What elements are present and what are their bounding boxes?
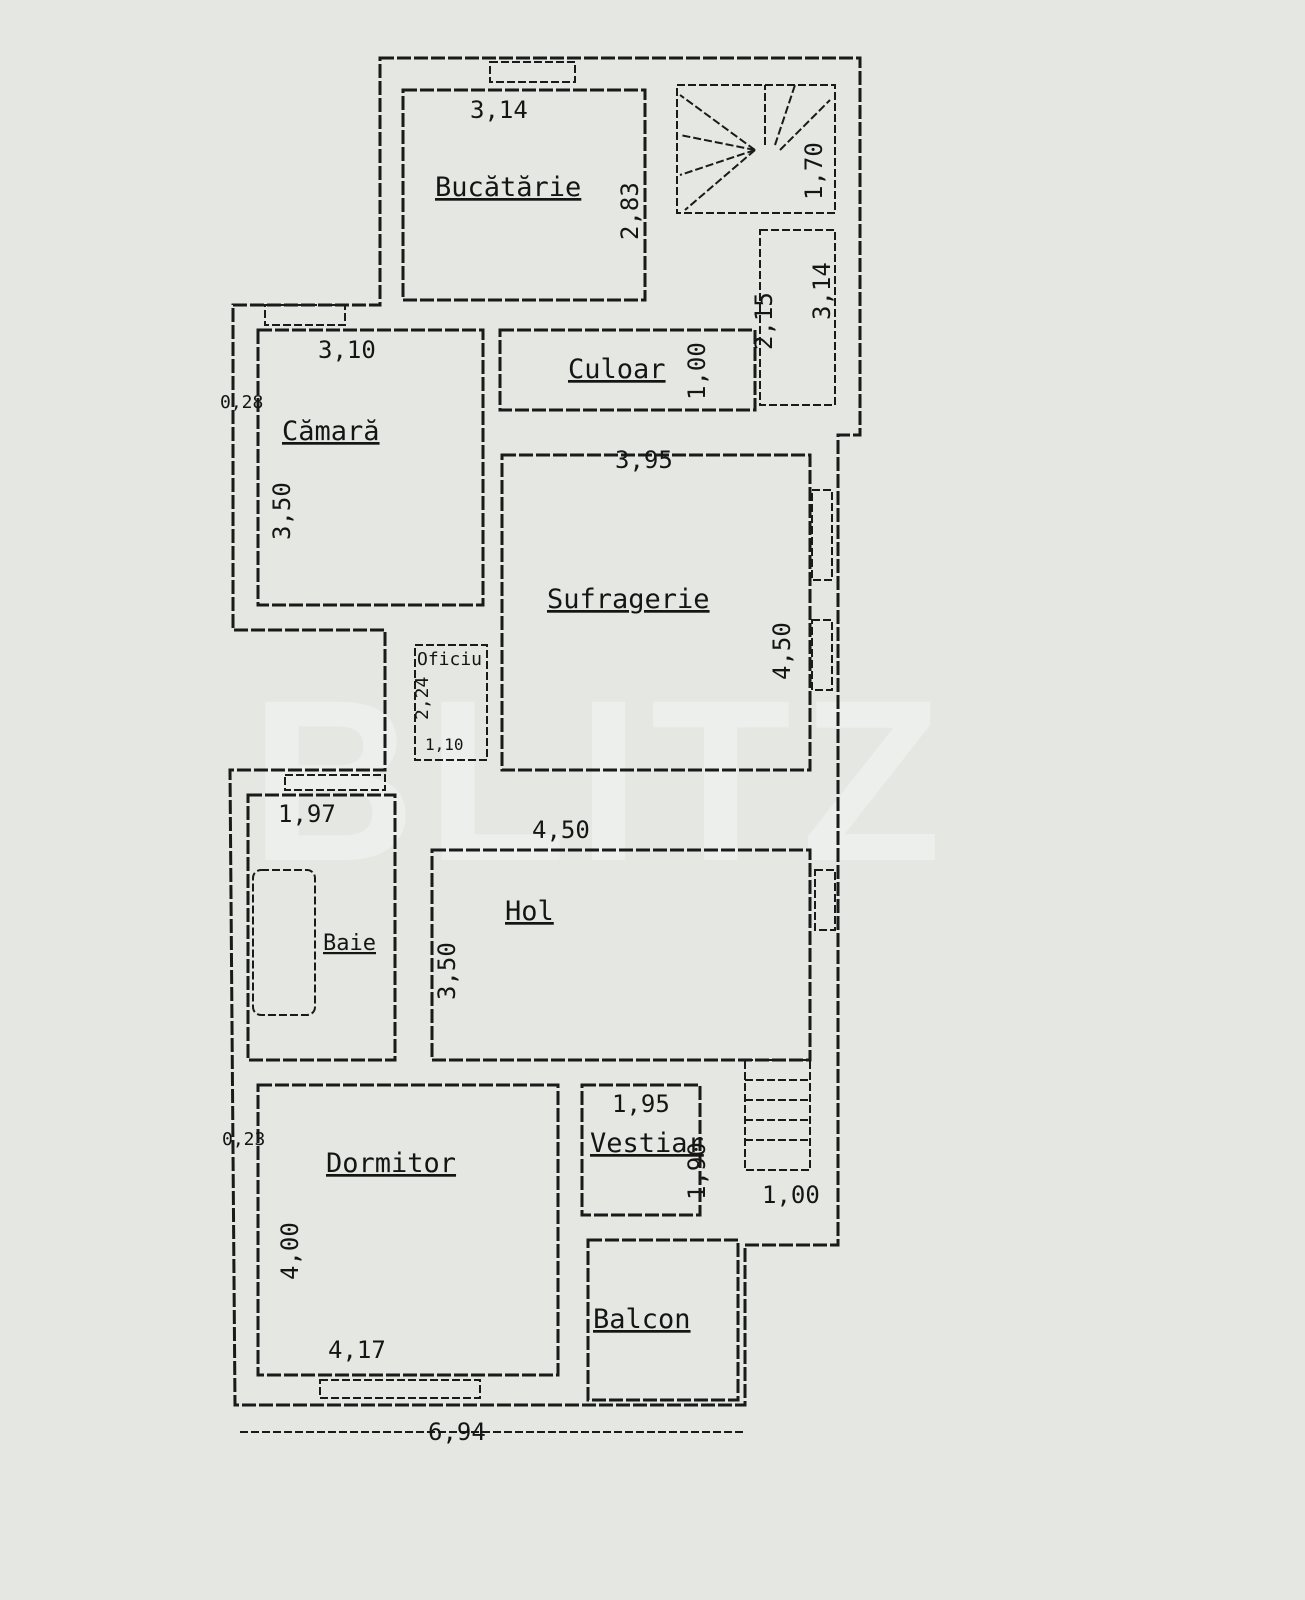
entry-stairs-icon (744, 1059, 811, 1171)
hol-room (430, 848, 812, 1062)
dim-bucatarie-width: 3,14 (470, 96, 528, 124)
dim-sufragerie-depth: 4,50 (768, 622, 796, 680)
room-label-vestiar: Vestiar (590, 1128, 704, 1159)
room-label-culoar: Culoar (568, 354, 666, 385)
balcon-room (586, 1238, 740, 1402)
dim-hol-width: 4,50 (532, 816, 590, 844)
room-label-hol: Hol (505, 896, 554, 927)
stair-hall (759, 229, 836, 406)
dim-oficiu-depth: 2,24 (412, 677, 433, 720)
dim-stair-hall-depth: 2,15 (750, 292, 778, 350)
vestiar-room (580, 1083, 702, 1217)
dim-stair-depth: 1,70 (800, 142, 828, 200)
dim-vestiar-depth: 1,90 (683, 1142, 711, 1200)
bathtub-icon (252, 869, 316, 1016)
stair-upper (676, 84, 836, 214)
oficiu-room (414, 644, 488, 761)
room-label-camara: Cămară (282, 416, 380, 447)
dim-camara-wall: 0,28 (220, 392, 263, 413)
room-label-bucatarie: Bucătărie (435, 172, 581, 203)
sufragerie-room (500, 453, 812, 772)
dim-total-width: 6,94 (428, 1418, 486, 1446)
dim-bucatarie-depth: 2,83 (616, 182, 644, 240)
dim-dormitor-width: 4,17 (328, 1336, 386, 1364)
dim-culoar-width: 1,00 (683, 342, 711, 400)
dim-oficiu-width: 1,10 (425, 735, 464, 754)
room-label-baie: Baie (323, 931, 376, 956)
baie-room (246, 793, 397, 1062)
dim-sufragerie-width: 3,95 (615, 446, 673, 474)
dim-vestiar-width: 1,95 (612, 1090, 670, 1118)
windows (264, 61, 836, 1399)
room-label-balcon: Balcon (593, 1304, 691, 1335)
dim-dormitor-wall: 0,23 (222, 1129, 265, 1150)
dim-hol-depth: 3,50 (433, 942, 461, 1000)
spiral-stair-icon (679, 84, 831, 211)
dim-stair-hall-width: 3,14 (808, 262, 836, 320)
dormitor-room (256, 1083, 560, 1377)
dim-camara-width: 3,10 (318, 336, 376, 364)
room-label-oficiu: Oficiu (417, 649, 482, 670)
bucatarie-room (401, 88, 647, 302)
outer-wall (228, 56, 862, 1407)
room-label-sufragerie: Sufragerie (547, 584, 710, 615)
camara-room (256, 328, 485, 607)
dim-baie-width: 1,97 (278, 800, 336, 828)
dim-entry-stair-width: 1,00 (762, 1181, 820, 1209)
culoar-room (498, 328, 757, 412)
watermark: BLITZ (250, 652, 951, 909)
dim-camara-depth: 3,50 (268, 482, 296, 540)
room-label-dormitor: Dormitor (326, 1148, 456, 1179)
dim-dormitor-depth: 4,00 (276, 1222, 304, 1280)
